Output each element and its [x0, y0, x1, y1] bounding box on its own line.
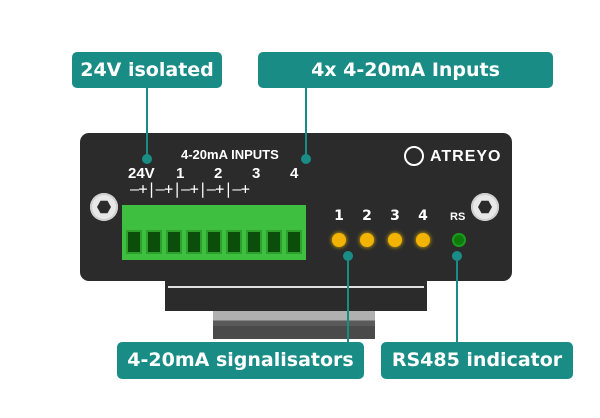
- leader-dot-inputs: [301, 154, 311, 164]
- leader-dot-isolated: [142, 154, 152, 164]
- signal-led-4: [416, 233, 430, 247]
- terminal-slot: [286, 230, 302, 254]
- terminal-slot: [206, 230, 222, 254]
- terminal-slot: [146, 230, 162, 254]
- leader-isolated: [146, 87, 148, 159]
- atreyo-logo-icon: [404, 146, 424, 166]
- leader-inputs: [305, 87, 307, 159]
- callout-24v-isolated: 24V isolated: [72, 52, 222, 88]
- terminal-label-4: 4: [290, 165, 299, 182]
- callout-inputs: 4x 4-20mA Inputs: [258, 52, 553, 88]
- terminal-label-2: 2: [214, 165, 223, 182]
- led-label-2: 2: [362, 208, 372, 224]
- terminal-slot: [186, 230, 202, 254]
- brand-name: ATREYO: [430, 148, 502, 165]
- signal-led-3: [388, 233, 402, 247]
- terminal-label-3: 3: [252, 165, 261, 182]
- leader-rs485: [456, 255, 458, 342]
- terminal-block: [122, 205, 306, 260]
- rs485-led: [452, 233, 466, 247]
- callout-rs485: RS485 indicator: [381, 342, 573, 379]
- callout-signalisators: 4-20mA signalisators: [117, 342, 364, 379]
- terminal-slot: [126, 230, 142, 254]
- leader-signalisators: [347, 255, 349, 342]
- terminal-slot: [226, 230, 242, 254]
- led-label-1: 1: [334, 208, 344, 224]
- led-label-4: 4: [418, 208, 428, 224]
- signal-led-1: [332, 233, 346, 247]
- signal-led-2: [360, 233, 374, 247]
- module-stripe: [168, 286, 424, 288]
- terminal-slot: [166, 230, 182, 254]
- rs-label: RS: [450, 211, 466, 223]
- leader-dot-signalisators: [343, 251, 353, 261]
- terminal-slot: [246, 230, 262, 254]
- right-screw-icon: [471, 193, 499, 221]
- polarity-row: –+|–+|–+|–+|–+: [130, 180, 250, 198]
- left-screw-icon: [90, 193, 118, 221]
- leader-dot-rs485: [452, 251, 462, 261]
- terminal-slot: [266, 230, 282, 254]
- led-label-3: 3: [390, 208, 400, 224]
- terminal-label-24v: 24V: [128, 165, 155, 182]
- terminal-label-1: 1: [176, 165, 185, 182]
- inputs-title: 4-20mA INPUTS: [181, 147, 279, 162]
